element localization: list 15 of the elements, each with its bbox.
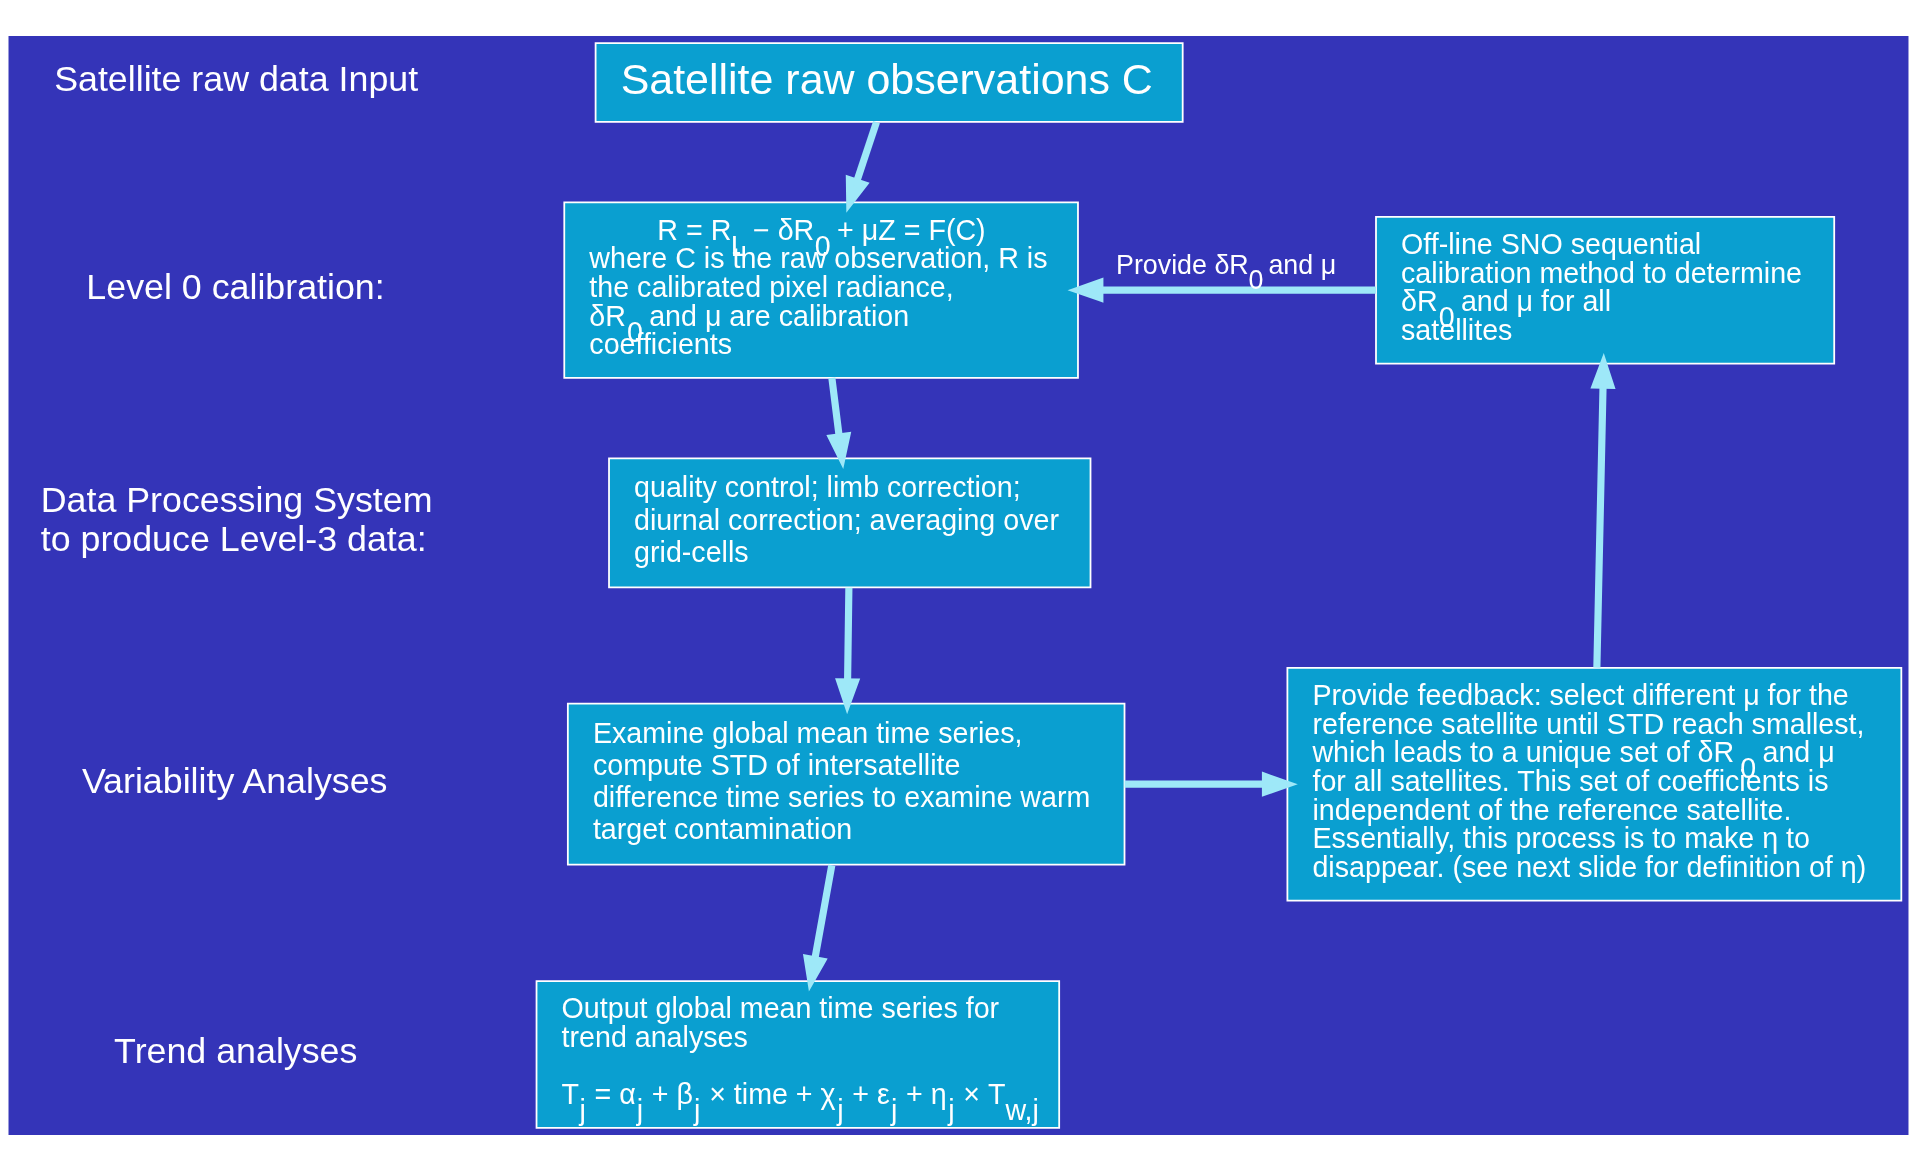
- label: Variability Analyses: [81, 761, 388, 802]
- arrow: [1067, 277, 1376, 303]
- arrow: [1124, 771, 1298, 797]
- arrow: [826, 377, 852, 469]
- node-box: Examine global mean time series, compute STD of intersatellite difference time series to examine warm target contamination: [566, 702, 1126, 866]
- label: Satellite raw data Input: [54, 59, 419, 100]
- node-box: quality control; limb correction; diurnal correction; averaging over grid-cells: [608, 457, 1092, 589]
- label: Level 0 calibration:: [86, 267, 385, 308]
- node-box: Satellite raw observations C: [594, 42, 1184, 123]
- arrow: [835, 587, 861, 715]
- arrow: [802, 864, 836, 992]
- arrow: [1590, 352, 1616, 668]
- label: Trend analyses: [114, 1031, 358, 1072]
- label: Data Processing System to produce Level-3 data:: [40, 480, 433, 560]
- arrow: [845, 121, 880, 213]
